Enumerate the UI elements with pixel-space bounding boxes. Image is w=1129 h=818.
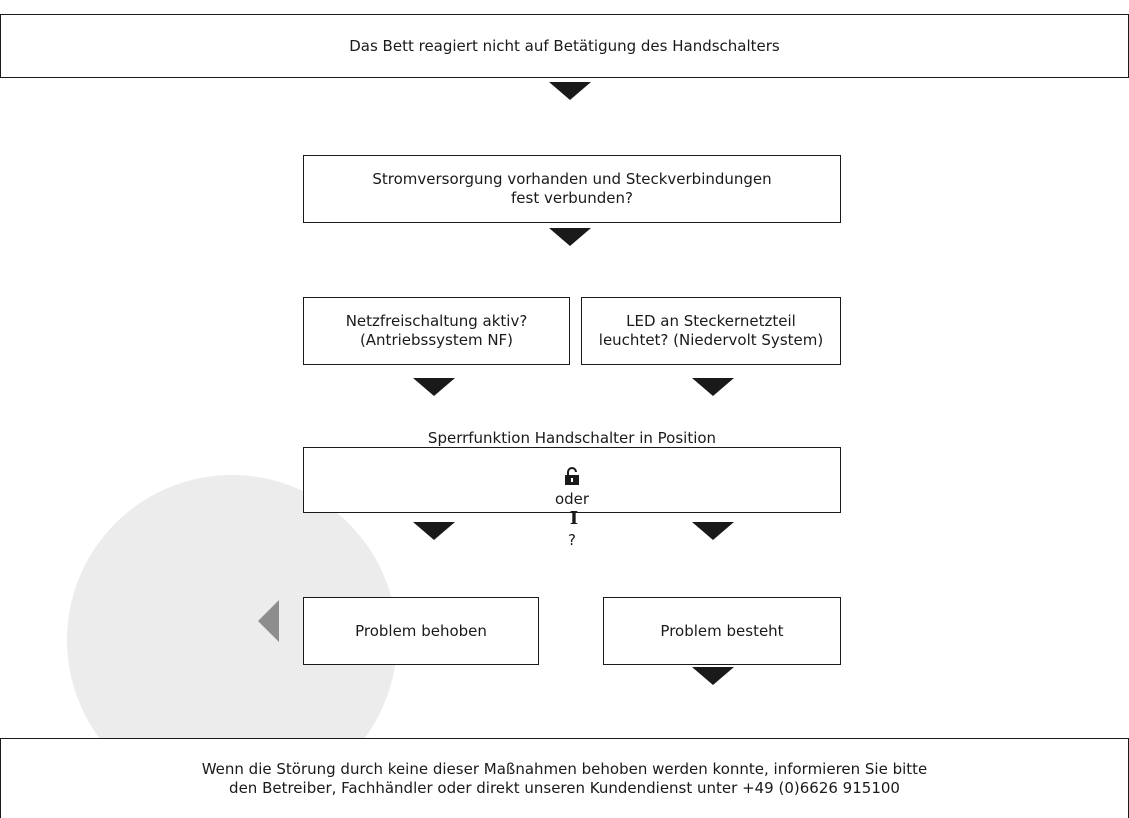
box-contact-info: Wenn die Störung durch keine dieser Maßn…	[0, 738, 1129, 818]
arrow-down-2	[549, 228, 591, 246]
arrow-down-4a	[413, 522, 455, 540]
box-power-check-text: Stromversorgung vorhanden und Steckverbi…	[372, 170, 772, 207]
text-cursor-icon: I	[569, 508, 579, 530]
arrow-down-3b	[692, 378, 734, 396]
box-netz-check: Netzfreischaltung aktiv? (Antriebssystem…	[303, 297, 570, 365]
box-power-check: Stromversorgung vorhanden und Steckverbi…	[303, 155, 841, 223]
box-problem-solved: Problem behoben	[303, 597, 539, 665]
arrow-down-3a	[413, 378, 455, 396]
box-lock-check: Sperrfunktion Handschalter in Position o…	[303, 429, 841, 549]
box-problem-statement: Das Bett reagiert nicht auf Betätigung d…	[0, 14, 1129, 78]
box-contact-info-text: Wenn die Störung durch keine dieser Maßn…	[201, 759, 928, 797]
lock-check-or: oder	[554, 489, 590, 508]
box-problem-solved-text: Problem behoben	[355, 621, 487, 640]
box-netz-check-text: Netzfreischaltung aktiv? (Antriebssystem…	[345, 312, 528, 349]
lock-check-prefix: Sperrfunktion Handschalter in Position	[427, 429, 717, 448]
box-led-check-text: LED an Steckernetzteil leuchtet? (Nieder…	[598, 312, 824, 349]
box-led-check: LED an Steckernetzteil leuchtet? (Nieder…	[581, 297, 841, 365]
box-problem-statement-text: Das Bett reagiert nicht auf Betätigung d…	[349, 36, 780, 55]
lock-check-suffix: ?	[568, 530, 576, 549]
open-lock-icon	[565, 448, 579, 490]
box-problem-persists: Problem besteht	[603, 597, 841, 665]
box-problem-persists-text: Problem besteht	[660, 621, 784, 640]
box-lock-check-text: Sperrfunktion Handschalter in Position o…	[428, 411, 716, 550]
back-arrow-icon	[258, 600, 279, 642]
arrow-down-5	[692, 667, 734, 685]
arrow-down-4b	[692, 522, 734, 540]
arrow-down-1	[549, 82, 591, 100]
